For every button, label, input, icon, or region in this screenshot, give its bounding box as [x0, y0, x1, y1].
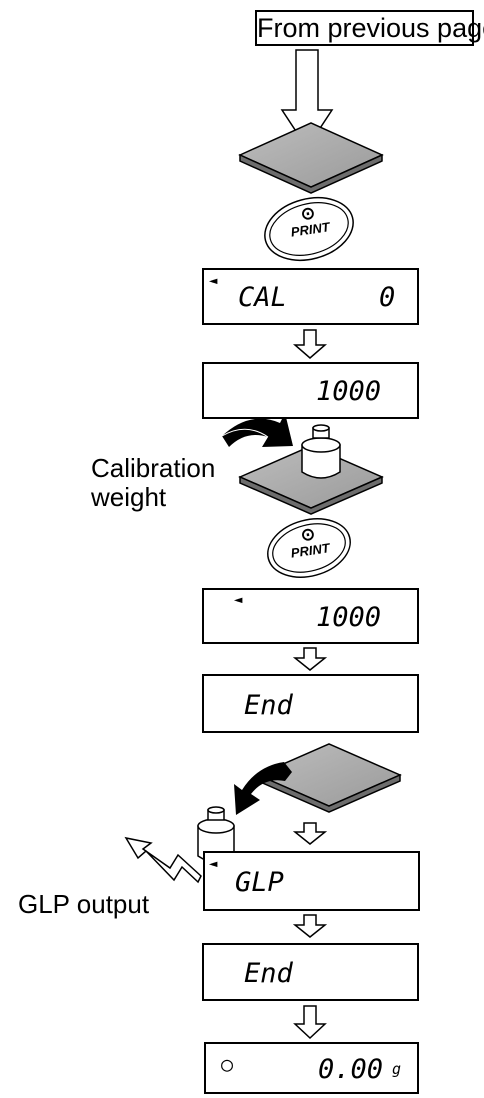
print-button-frame [264, 197, 354, 261]
stable-pointer-icon: ◄ [209, 856, 218, 872]
curved-arrow-icon [234, 762, 292, 815]
print-button-frame [267, 518, 351, 578]
pan-with-weight-icon [238, 424, 384, 515]
lcd-display: ○ 0.00 g [204, 1042, 419, 1094]
lcd-text: GLP [235, 867, 284, 898]
arrow-down-icon [293, 1005, 327, 1040]
lcd-display: ◄ 1000 [202, 588, 419, 644]
calibration-weight-label: Calibration weight [91, 453, 216, 512]
lcd-display: End [202, 943, 419, 1001]
lcd-value: 0.00 [318, 1054, 384, 1085]
lcd-text: CAL [238, 282, 287, 313]
stable-pointer-icon: ◄ [234, 592, 243, 608]
lcd-value: 1000 [316, 376, 382, 407]
stable-pointer-icon: ◄ [209, 273, 218, 289]
lcd-display: End [202, 674, 419, 733]
arrow-down-icon [292, 914, 328, 938]
lcd-display: ◄ CAL 0 [202, 268, 419, 325]
glp-output-arrow-icon [124, 836, 202, 884]
stability-indicator-icon: ○ [221, 1052, 234, 1076]
glp-output-label: GLP output [18, 889, 150, 919]
arrow-down-icon [292, 647, 328, 671]
arrow-down-icon [292, 822, 328, 845]
curved-arrow-icon [221, 413, 293, 447]
page-title: From previous page [255, 10, 484, 46]
lcd-display: ◄ GLP [203, 851, 420, 911]
lcd-display: 1000 [202, 362, 419, 419]
arrow-down-icon [292, 329, 328, 359]
lcd-text: End [244, 690, 293, 721]
lcd-value: 0 [379, 282, 396, 313]
lcd-text: End [244, 958, 293, 989]
weighing-pan-icon [238, 122, 384, 194]
weighing-pan-icon [256, 743, 402, 813]
lcd-value: 1000 [316, 602, 382, 633]
unit-label: g [392, 1060, 402, 1078]
